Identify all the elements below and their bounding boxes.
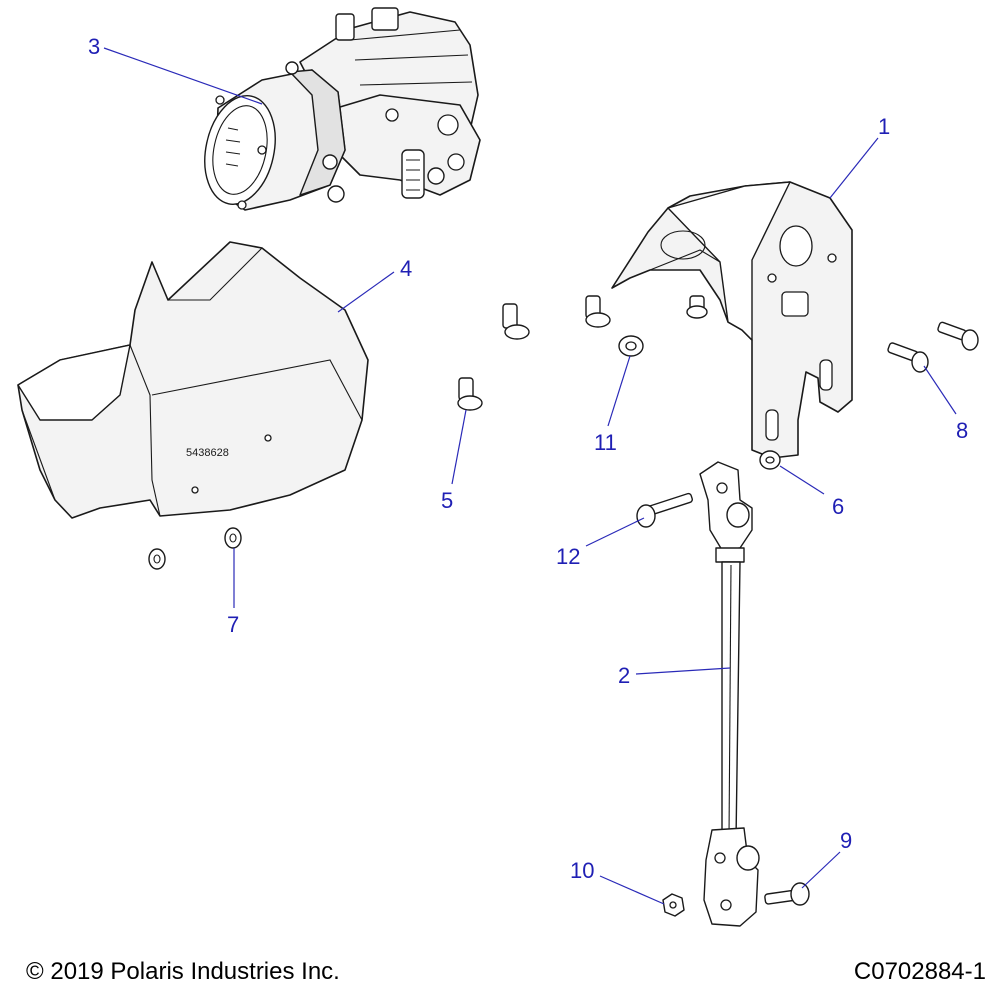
- callout-labels: 1 2 3 4 5 6 7 8 9 10 11 12: [88, 34, 968, 883]
- leader-10: [599, 875, 665, 905]
- callout-6: 6: [832, 494, 844, 519]
- callout-8: 8: [956, 418, 968, 443]
- callout-10: 10: [570, 858, 594, 883]
- copyright-notice: © 2019 Polaris Industries Inc.: [26, 958, 340, 985]
- callout-12: 12: [556, 544, 580, 569]
- pinch-bolt-12: [636, 492, 693, 528]
- callout-9: 9: [840, 828, 852, 853]
- callout-5: 5: [441, 488, 453, 513]
- callout-4: 4: [400, 256, 412, 281]
- mounting-bracket: [611, 181, 853, 459]
- leader-3: [103, 47, 263, 105]
- leader-5: [451, 409, 467, 485]
- leader-11: [607, 355, 631, 427]
- bolt-9: [764, 882, 810, 906]
- leader-lines: [103, 47, 957, 905]
- callout-7: 7: [227, 612, 239, 637]
- leader-9: [801, 851, 841, 889]
- flange-nut-6: [759, 450, 781, 470]
- callout-3: 3: [88, 34, 100, 59]
- push-rivets: [148, 527, 242, 570]
- leader-1: [829, 137, 879, 199]
- steering-shaft: [699, 461, 760, 927]
- leader-6: [779, 465, 825, 495]
- leader-4: [337, 271, 395, 313]
- leader-8: [923, 365, 957, 415]
- callout-11: 11: [594, 430, 617, 455]
- leader-2: [635, 667, 731, 675]
- flange-bolts: [457, 295, 708, 411]
- drawing-code: C0702884-1: [853, 958, 986, 985]
- steering-shield: 5438628: [17, 241, 369, 519]
- shield-part-number: 5438628: [186, 447, 229, 459]
- leader-12: [585, 517, 645, 547]
- flange-nut-11: [618, 335, 644, 357]
- callout-2: 2: [618, 663, 630, 688]
- bolts-8: [887, 321, 979, 373]
- hex-nut-10: [662, 893, 685, 917]
- power-steering-unit: [204, 7, 481, 211]
- callout-1: 1: [878, 114, 890, 139]
